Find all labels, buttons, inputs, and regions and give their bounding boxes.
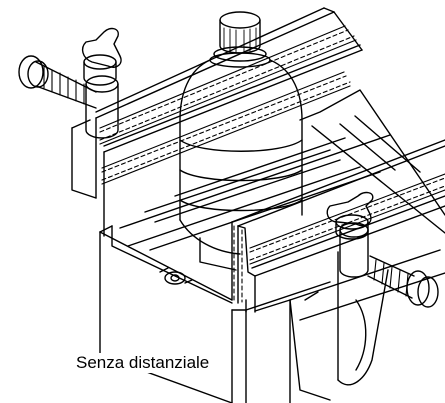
guide-rail-right <box>231 139 445 313</box>
guide-rail-left <box>95 7 363 237</box>
clamp-cylinder-right <box>339 222 369 278</box>
bottle-icon <box>179 11 303 271</box>
roller-chain-left <box>99 25 357 185</box>
roller-chain-right <box>233 173 445 303</box>
figure-caption: Senza distanziale <box>74 353 212 373</box>
front-bolt-icon <box>159 267 193 285</box>
clamp-knob-right <box>326 191 374 240</box>
clamp-knob-left <box>81 27 122 86</box>
clamp-assembly-left <box>18 27 122 199</box>
adjust-screw-right <box>367 255 439 308</box>
clamp-body-right <box>289 251 389 401</box>
adjust-screw-left <box>18 55 97 109</box>
clamp-body-left <box>71 75 119 199</box>
clamp-assembly-right <box>289 191 439 401</box>
